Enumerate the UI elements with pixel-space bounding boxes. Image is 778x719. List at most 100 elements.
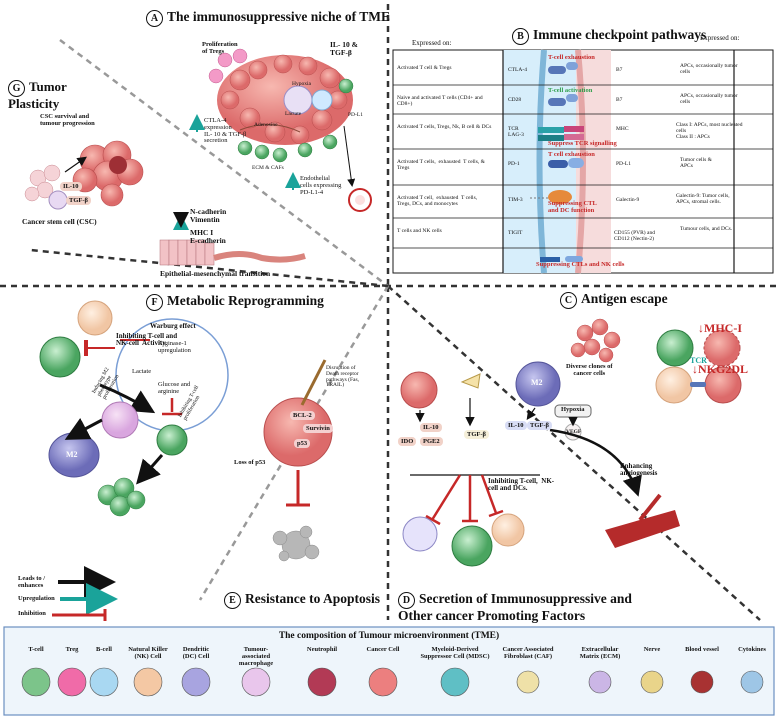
checkpoint-expressed-left: Naive and activated T cells (CD4+ and CD…: [397, 95, 483, 107]
checkpoint-ligand: Galectin-9: [616, 197, 640, 203]
ctla4-label: CTLA-4 expression IL- 10 & TGF-β secreti…: [204, 117, 247, 145]
composition-label: T-cell: [28, 646, 44, 653]
il10-tag: IL-10: [60, 182, 82, 191]
checkpoint-effect-label: Suppressing CTL and DC function: [548, 200, 597, 214]
checkpoint-expressed-right: Class I: APCs, most nucleated cells Clas…: [676, 122, 743, 140]
composition-label: Extracellular Matrix (ECM): [579, 646, 621, 660]
composition-icon: [740, 670, 764, 694]
tgfb-d-tag: TGF-β: [464, 430, 489, 439]
checkpoint-ligand: MHC: [616, 126, 629, 132]
composition-icon: [57, 667, 87, 697]
composition-icon: [690, 670, 714, 694]
composition-label: Treg: [65, 646, 79, 653]
composition-label: Nerve: [643, 646, 661, 653]
composition-icon: [440, 667, 470, 697]
checkpoint-expressed-left: T cells and NK cells: [397, 228, 442, 234]
legend-leads: Leads to / enhances: [18, 575, 46, 589]
checkpoint-receptor: PD-1: [508, 161, 520, 167]
il10-m2-tag: IL-10: [505, 421, 527, 430]
tumor-plasticity-art: [24, 140, 306, 266]
checkpoint-table-frame: [392, 49, 774, 274]
checkpoint-expressed-left: Activated T cell, exhausted T cells, Tre…: [397, 195, 478, 207]
legend-art: [52, 566, 118, 621]
warburg-label: Warburg effect: [150, 322, 196, 330]
composition-icon: [89, 667, 119, 697]
bcl2-tag: BCL-2: [290, 411, 315, 420]
checkpoint-effect-label: T cell exhaustion: [548, 151, 595, 158]
ido-tag: IDO: [398, 437, 417, 446]
ecm-label: ECM & CAFs: [252, 165, 284, 171]
loss-p53-label: Loss of p53: [234, 459, 266, 466]
p53-tag: p53: [294, 439, 311, 448]
checkpoint-ligand: CD155 (PVR) and CD112 (Nectin-2): [614, 230, 655, 242]
composition-icon: [368, 667, 398, 697]
checkpoint-expressed-right: APCs, occasionally tumor cells: [680, 63, 738, 75]
il10-d-tag: IL-10: [420, 423, 442, 432]
csc-label: Cancer stem cell (CSC): [22, 217, 97, 226]
checkpoint-effect-label: T-cell exhaustion: [548, 54, 595, 61]
ncadherin-label: N-cadherin Vimentin: [190, 207, 227, 224]
composition-label: Dendritic (DC) Cell: [182, 646, 210, 660]
checkpoint-expressed-left: Activated T cell & Tregs: [397, 65, 452, 71]
composition-label: B-cell: [96, 646, 112, 653]
il10-tgfb-label: IL- 10 & TGF-β: [330, 40, 358, 57]
csc-survival-label: CSC survival and tumour progression: [40, 113, 95, 127]
endothelial-label: Endothelial cells expressing PD-L1-4: [300, 175, 342, 196]
lactate-f-label: Lactate: [132, 368, 152, 375]
inhibit-d-label: Inhibiting T-cell, NK- cell and DCs.: [488, 477, 555, 493]
checkpoint-effect-label: Suppress TCR signalling: [548, 140, 617, 147]
tgfb-tag: TGF-β: [66, 196, 91, 205]
checkpoint-expressed-left: Activated T cells, Tregs, Nk, B cell & D…: [397, 124, 492, 130]
vegf-label: VEGF: [566, 429, 582, 435]
composition-icon: [307, 667, 337, 697]
composition-label: Neutrophil: [306, 646, 338, 653]
glucose-label: Glucose and arginine: [158, 381, 191, 395]
checkpoint-ligand: PD-L1: [616, 161, 631, 167]
composition-icon: [588, 670, 612, 694]
lactate-label: Lactate: [285, 111, 302, 117]
tcr-label: TCR: [690, 356, 707, 365]
m2-label-f: M2: [66, 450, 78, 459]
composition-icon: [640, 670, 664, 694]
checkpoint-effect-label: T-cell activation: [548, 87, 593, 94]
composition-icon: [181, 667, 211, 697]
nkg2dl-label: ↓NKG2DL: [692, 362, 749, 376]
emt-label: Epithelial-mesenchymal transition: [160, 269, 271, 278]
composition-icon: [241, 667, 271, 697]
checkpoint-expressed-right: APCs, occasionally tumor cells: [680, 93, 738, 105]
composition-label: Cytokines: [738, 646, 766, 653]
secretion-art: [400, 361, 680, 567]
composition-label: Cancer Cell: [366, 646, 400, 653]
mhc-down-label: ↓MHC-I: [698, 321, 742, 335]
checkpoint-expressed-right: Tumour cells, and DCs.: [680, 226, 733, 232]
expressed-on-right: Expressed on:: [700, 34, 740, 42]
checkpoint-expressed-right: Tumor cells & APCs: [680, 157, 712, 169]
checkpoint-ligand: B7: [616, 67, 623, 73]
tumor-niche-art: [189, 48, 372, 212]
adenosine-label: Adenosine: [254, 122, 278, 128]
hypoxia-d-label: Hypoxia: [561, 406, 585, 413]
composition-label: Myeloid-Derived Suppressor Cell (MDSC): [420, 646, 490, 660]
pdl1-label: PD-L1: [348, 112, 363, 118]
inhibit-tnk-label: Inhibiting T-cell and NK-cell Activity: [116, 332, 178, 348]
checkpoint-effect-label: Suppressing CTLs and NK cells: [536, 261, 625, 268]
checkpoint-receptor: TIGIT: [508, 230, 523, 236]
checkpoint-ligand: B7: [616, 97, 623, 103]
checkpoint-receptor: TIM-3: [508, 197, 523, 203]
composition-label: Natural Killer (NK) Cell: [128, 646, 168, 660]
tgfb-m2-tag: TGF-β: [527, 421, 552, 430]
composition-icon: [516, 670, 540, 694]
disruption-label: Disruption of Death receptor pathways (F…: [326, 365, 359, 389]
clones-label: Diverse clones of cancer cells: [566, 363, 613, 377]
checkpoint-expressed-right: Galectin-9: Tumor cells, APCs, stromal c…: [676, 193, 730, 205]
legend-inhibition: Inhibition: [18, 610, 46, 617]
tregs-label: Proliferation of Tregs: [202, 41, 238, 55]
checkpoint-receptor: CTLA-4: [508, 67, 527, 73]
